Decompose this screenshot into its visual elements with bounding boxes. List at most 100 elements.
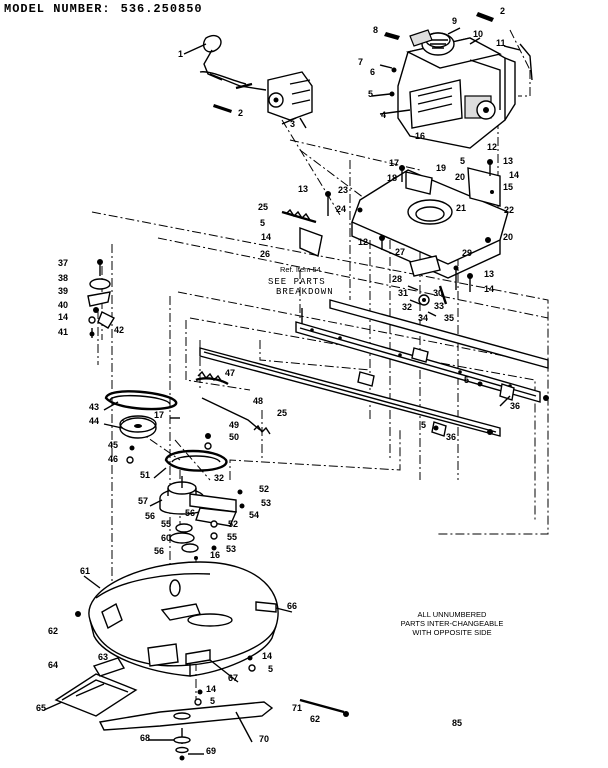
- part-callout: 14: [484, 284, 494, 294]
- part-callout: 35: [444, 313, 454, 323]
- part-callout: 3: [290, 119, 295, 129]
- deck-housing-plate: [281, 159, 509, 292]
- part-callout: 56: [145, 511, 155, 521]
- mower-deck: [75, 561, 279, 706]
- part-callout: 12: [487, 142, 497, 152]
- part-callout: 14: [509, 170, 519, 180]
- part-callout: 55: [161, 519, 171, 529]
- part-callout: 7: [358, 57, 363, 67]
- part-callout: 16: [210, 550, 220, 560]
- part-callout: 39: [58, 286, 68, 296]
- part-callout: 61: [80, 566, 90, 576]
- interchange-note-line3: WITH OPPOSITE SIDE: [412, 628, 491, 637]
- part-callout: 54: [249, 510, 259, 520]
- part-callout: 43: [89, 402, 99, 412]
- part-callout: 5: [460, 156, 465, 166]
- part-callout: 66: [287, 601, 297, 611]
- part-callout: 53: [261, 498, 271, 508]
- part-callout: 70: [259, 734, 269, 744]
- part-callout: 28: [392, 274, 402, 284]
- part-callout: 13: [503, 156, 513, 166]
- part-callout: 71: [292, 703, 302, 713]
- part-callout: 40: [58, 300, 68, 310]
- cutting-blade: [98, 698, 349, 761]
- spindle-assembly: [159, 476, 245, 560]
- throttle-control-assembly: [199, 34, 313, 129]
- part-callout: 48: [253, 396, 263, 406]
- part-callout: 62: [310, 714, 320, 724]
- part-callout: 14: [261, 232, 271, 242]
- part-callout: 13: [298, 184, 308, 194]
- part-callout: 55: [227, 532, 237, 542]
- part-callout: 18: [387, 173, 397, 183]
- part-callout: 29: [462, 248, 472, 258]
- part-callout: 24: [336, 204, 346, 214]
- part-callout: 60: [161, 533, 171, 543]
- part-callout: 34: [418, 313, 428, 323]
- part-callout: 51: [140, 470, 150, 480]
- idler-bracket-parts: [87, 259, 115, 338]
- part-callout: 17: [154, 410, 164, 420]
- part-callout: 41: [58, 327, 68, 337]
- part-callout: 15: [503, 182, 513, 192]
- part-callout: 36: [510, 401, 520, 411]
- part-callout: 14: [58, 312, 68, 322]
- model-number-header: MODEL NUMBER: 536.250850: [4, 2, 213, 16]
- part-callout: 16: [415, 131, 425, 141]
- part-callout: 5: [260, 218, 265, 228]
- part-callout: 50: [229, 432, 239, 442]
- part-callout: 20: [455, 172, 465, 182]
- part-callout: 38: [58, 273, 68, 283]
- part-callout: 56: [185, 508, 195, 518]
- part-callout: 57: [138, 496, 148, 506]
- interchange-note-line1: ALL UNNUMBERED: [418, 610, 487, 619]
- part-callout: 17: [389, 158, 399, 168]
- part-callout: 42: [114, 325, 124, 335]
- leader-lines: [43, 27, 521, 755]
- model-number-label: MODEL NUMBER:: [4, 2, 111, 16]
- belts-and-pulleys: [104, 370, 271, 472]
- part-callout: 65: [36, 703, 46, 713]
- part-callout: 33: [434, 301, 444, 311]
- part-callout: 30: [433, 288, 443, 298]
- part-callout: 67: [228, 673, 238, 683]
- part-callout: 5: [464, 375, 469, 385]
- part-callout: 1: [178, 49, 183, 59]
- page-number: 85: [452, 718, 462, 728]
- part-callout: 8: [373, 25, 378, 35]
- part-callout: 45: [108, 440, 118, 450]
- part-callout: 22: [504, 205, 514, 215]
- interchange-note: ALL UNNUMBERED PARTS INTER-CHANGEABLE WI…: [401, 610, 504, 637]
- part-callout: 10: [473, 29, 483, 39]
- part-callout: 11: [496, 38, 506, 48]
- model-number-value: 536.250850: [120, 2, 203, 16]
- side-rails: [199, 299, 549, 437]
- part-callout: 2: [238, 108, 243, 118]
- part-callout: 56: [154, 546, 164, 556]
- part-callouts: 1223456789101112121313131414141414141516…: [36, 6, 520, 756]
- part-callout: 69: [206, 746, 216, 756]
- part-callout: 25: [258, 202, 268, 212]
- ref-note-line2: SEE PARTS: [268, 277, 326, 287]
- reference-note: Ref. Item 54 SEE PARTS BREAKDOWN: [268, 265, 333, 297]
- part-callout: 13: [484, 269, 494, 279]
- part-callout: 37: [58, 258, 68, 268]
- linkage-parts: [407, 255, 459, 317]
- part-callout: 64: [48, 660, 58, 670]
- part-callout: 12: [358, 237, 368, 247]
- part-callout: 20: [503, 232, 513, 242]
- interchange-note-line2: PARTS INTER-CHANGEABLE: [401, 619, 504, 628]
- part-callout: 36: [446, 432, 456, 442]
- part-callout: 32: [402, 302, 412, 312]
- part-callout: 4: [381, 110, 386, 120]
- part-callout: 21: [456, 203, 466, 213]
- part-callout: 25: [277, 408, 287, 418]
- part-callout: 53: [226, 544, 236, 554]
- part-callout: 9: [452, 16, 457, 26]
- part-callout: 5: [210, 696, 215, 706]
- part-callout: 62: [48, 626, 58, 636]
- part-callout: 47: [225, 368, 235, 378]
- part-callout: 14: [206, 684, 216, 694]
- part-callout: 5: [421, 420, 426, 430]
